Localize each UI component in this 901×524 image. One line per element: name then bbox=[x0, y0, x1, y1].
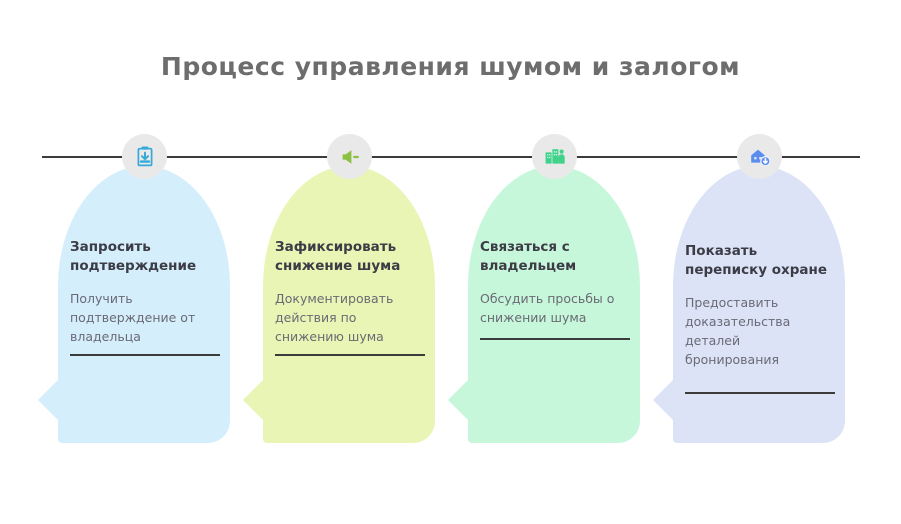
step-notch-1 bbox=[38, 380, 58, 420]
timeline-rule bbox=[42, 156, 860, 158]
step-icon-badge-4[interactable] bbox=[737, 134, 782, 179]
step-icon-badge-3[interactable] bbox=[532, 134, 577, 179]
step-body-4: Предоставить доказательства деталей брон… bbox=[685, 295, 791, 367]
step-text-4: Показать переписку охране Предоставить д… bbox=[685, 242, 833, 369]
page-title: Процесс управления шумом и залогом bbox=[160, 52, 741, 81]
building-owner-icon bbox=[545, 148, 565, 164]
step-icon-badge-1[interactable] bbox=[122, 134, 167, 179]
step-heading-3: Связаться с владельцем bbox=[480, 239, 577, 275]
step-text-1: Запросить подтверждение Получить подтвер… bbox=[70, 238, 218, 347]
step-body-3: Обсудить просьбы о снижении шума bbox=[480, 291, 615, 326]
step-heading-1: Запросить подтверждение bbox=[70, 239, 197, 275]
house-download-icon bbox=[750, 149, 771, 166]
step-heading-2: Зафиксировать снижение шума bbox=[275, 239, 401, 275]
volume-down-icon bbox=[342, 149, 359, 164]
step-rule-2 bbox=[275, 354, 425, 356]
step-body-1: Получить подтверждение от владельца bbox=[70, 291, 196, 344]
step-card-3[interactable] bbox=[468, 166, 640, 443]
clipboard-download-icon bbox=[137, 146, 152, 166]
step-body-2: Документировать действия по снижению шум… bbox=[275, 291, 394, 344]
step-text-3: Связаться с владельцем Обсудить просьбы … bbox=[480, 238, 628, 328]
step-text-2: Зафиксировать снижение шума Документиров… bbox=[275, 238, 423, 347]
step-rule-3 bbox=[480, 338, 630, 340]
step-rule-4 bbox=[685, 392, 835, 394]
step-notch-2 bbox=[243, 380, 263, 420]
step-icon-badge-2[interactable] bbox=[327, 134, 372, 179]
step-heading-4: Показать переписку охране bbox=[685, 243, 827, 279]
step-notch-3 bbox=[448, 380, 468, 420]
step-card-1[interactable] bbox=[58, 166, 230, 443]
step-card-4[interactable] bbox=[673, 166, 845, 443]
step-card-2[interactable] bbox=[263, 166, 435, 443]
step-rule-1 bbox=[70, 354, 220, 356]
step-notch-4 bbox=[653, 380, 673, 420]
